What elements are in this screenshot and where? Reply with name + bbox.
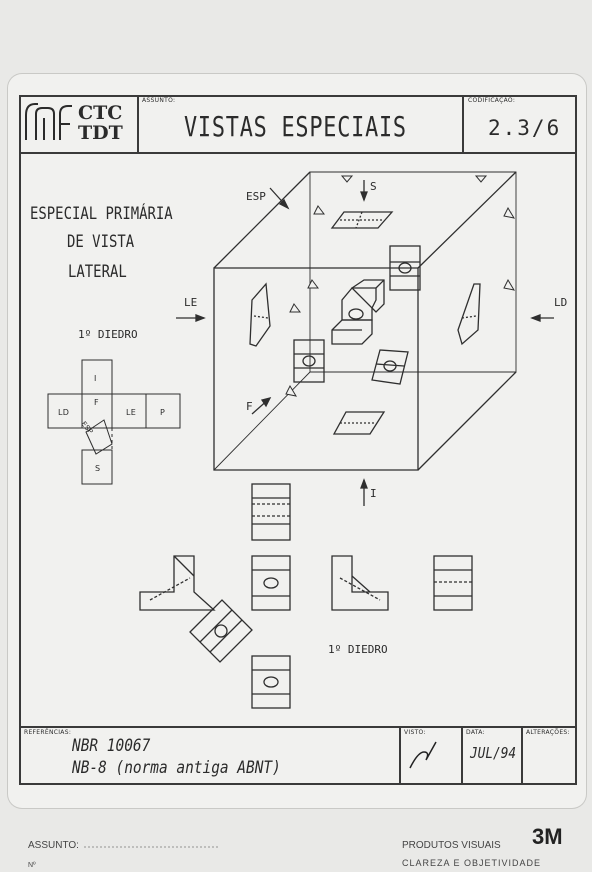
central-object <box>331 279 385 345</box>
diedro-label-bottom: 1º DIEDRO <box>328 643 388 656</box>
brand-logo: 3M <box>532 824 563 849</box>
page-title: VISTAS ESPECIAIS <box>184 110 407 143</box>
net-label-p: P <box>160 408 166 417</box>
net-diagram <box>47 359 181 485</box>
reference-1: NBR 10067 <box>72 736 151 756</box>
arrow-label-le: LE <box>184 296 198 309</box>
footer-no: Nº <box>28 862 36 869</box>
document-sheet <box>8 74 586 808</box>
arrow-label-esp: ESP <box>246 190 266 203</box>
net-label-f: F <box>94 398 99 407</box>
logo-ctc: CTC <box>78 102 123 124</box>
codificacao-label: CODIFICAÇÃO: <box>468 97 516 104</box>
date-value: JUL/94 <box>470 744 517 762</box>
footer-produtos: PRODUTOS VISUAIS <box>402 840 501 851</box>
assunto-label: ASSUNTO: <box>142 97 176 104</box>
drawing-frame <box>19 95 577 785</box>
net-label-s: S <box>95 464 101 473</box>
arrow-label-i: I <box>370 487 377 500</box>
projection-cube <box>213 171 517 471</box>
footer-assunto: ASSUNTO: <box>28 840 79 851</box>
arrow-label-s: S <box>370 180 377 193</box>
header-divider <box>19 152 577 154</box>
diedro-label-top: 1º DIEDRO <box>78 328 138 341</box>
signature <box>409 741 437 769</box>
logo-tdt: TDT <box>78 122 123 144</box>
main-label-line1: ESPECIAL PRIMÁRIA <box>30 204 173 224</box>
arrow-label-f: F <box>246 400 253 413</box>
header-vline-1 <box>137 95 139 153</box>
main-label-line3: LATERAL <box>68 262 127 282</box>
net-label-i: I <box>94 374 97 383</box>
alteracoes-label: ALTERAÇÕES: <box>526 729 570 736</box>
data-label: DATA: <box>466 729 485 736</box>
header-vline-2 <box>462 95 464 153</box>
code-value: 2.3/6 <box>488 116 562 140</box>
footer-tagline: CLAREZA E OBJETIVIDADE <box>402 858 542 868</box>
orthographic-views <box>139 483 473 709</box>
net-label-ld: LD <box>58 408 70 417</box>
reference-2: NB-8 (norma antiga ABNT) <box>72 758 281 778</box>
referencias-label: REFERÊNCIAS: <box>24 729 72 736</box>
net-label-le: LE <box>126 408 137 417</box>
main-label-line2: DE VISTA <box>67 232 135 252</box>
visto-label: VISTO: <box>404 729 426 736</box>
arrow-label-ld: LD <box>554 296 568 309</box>
